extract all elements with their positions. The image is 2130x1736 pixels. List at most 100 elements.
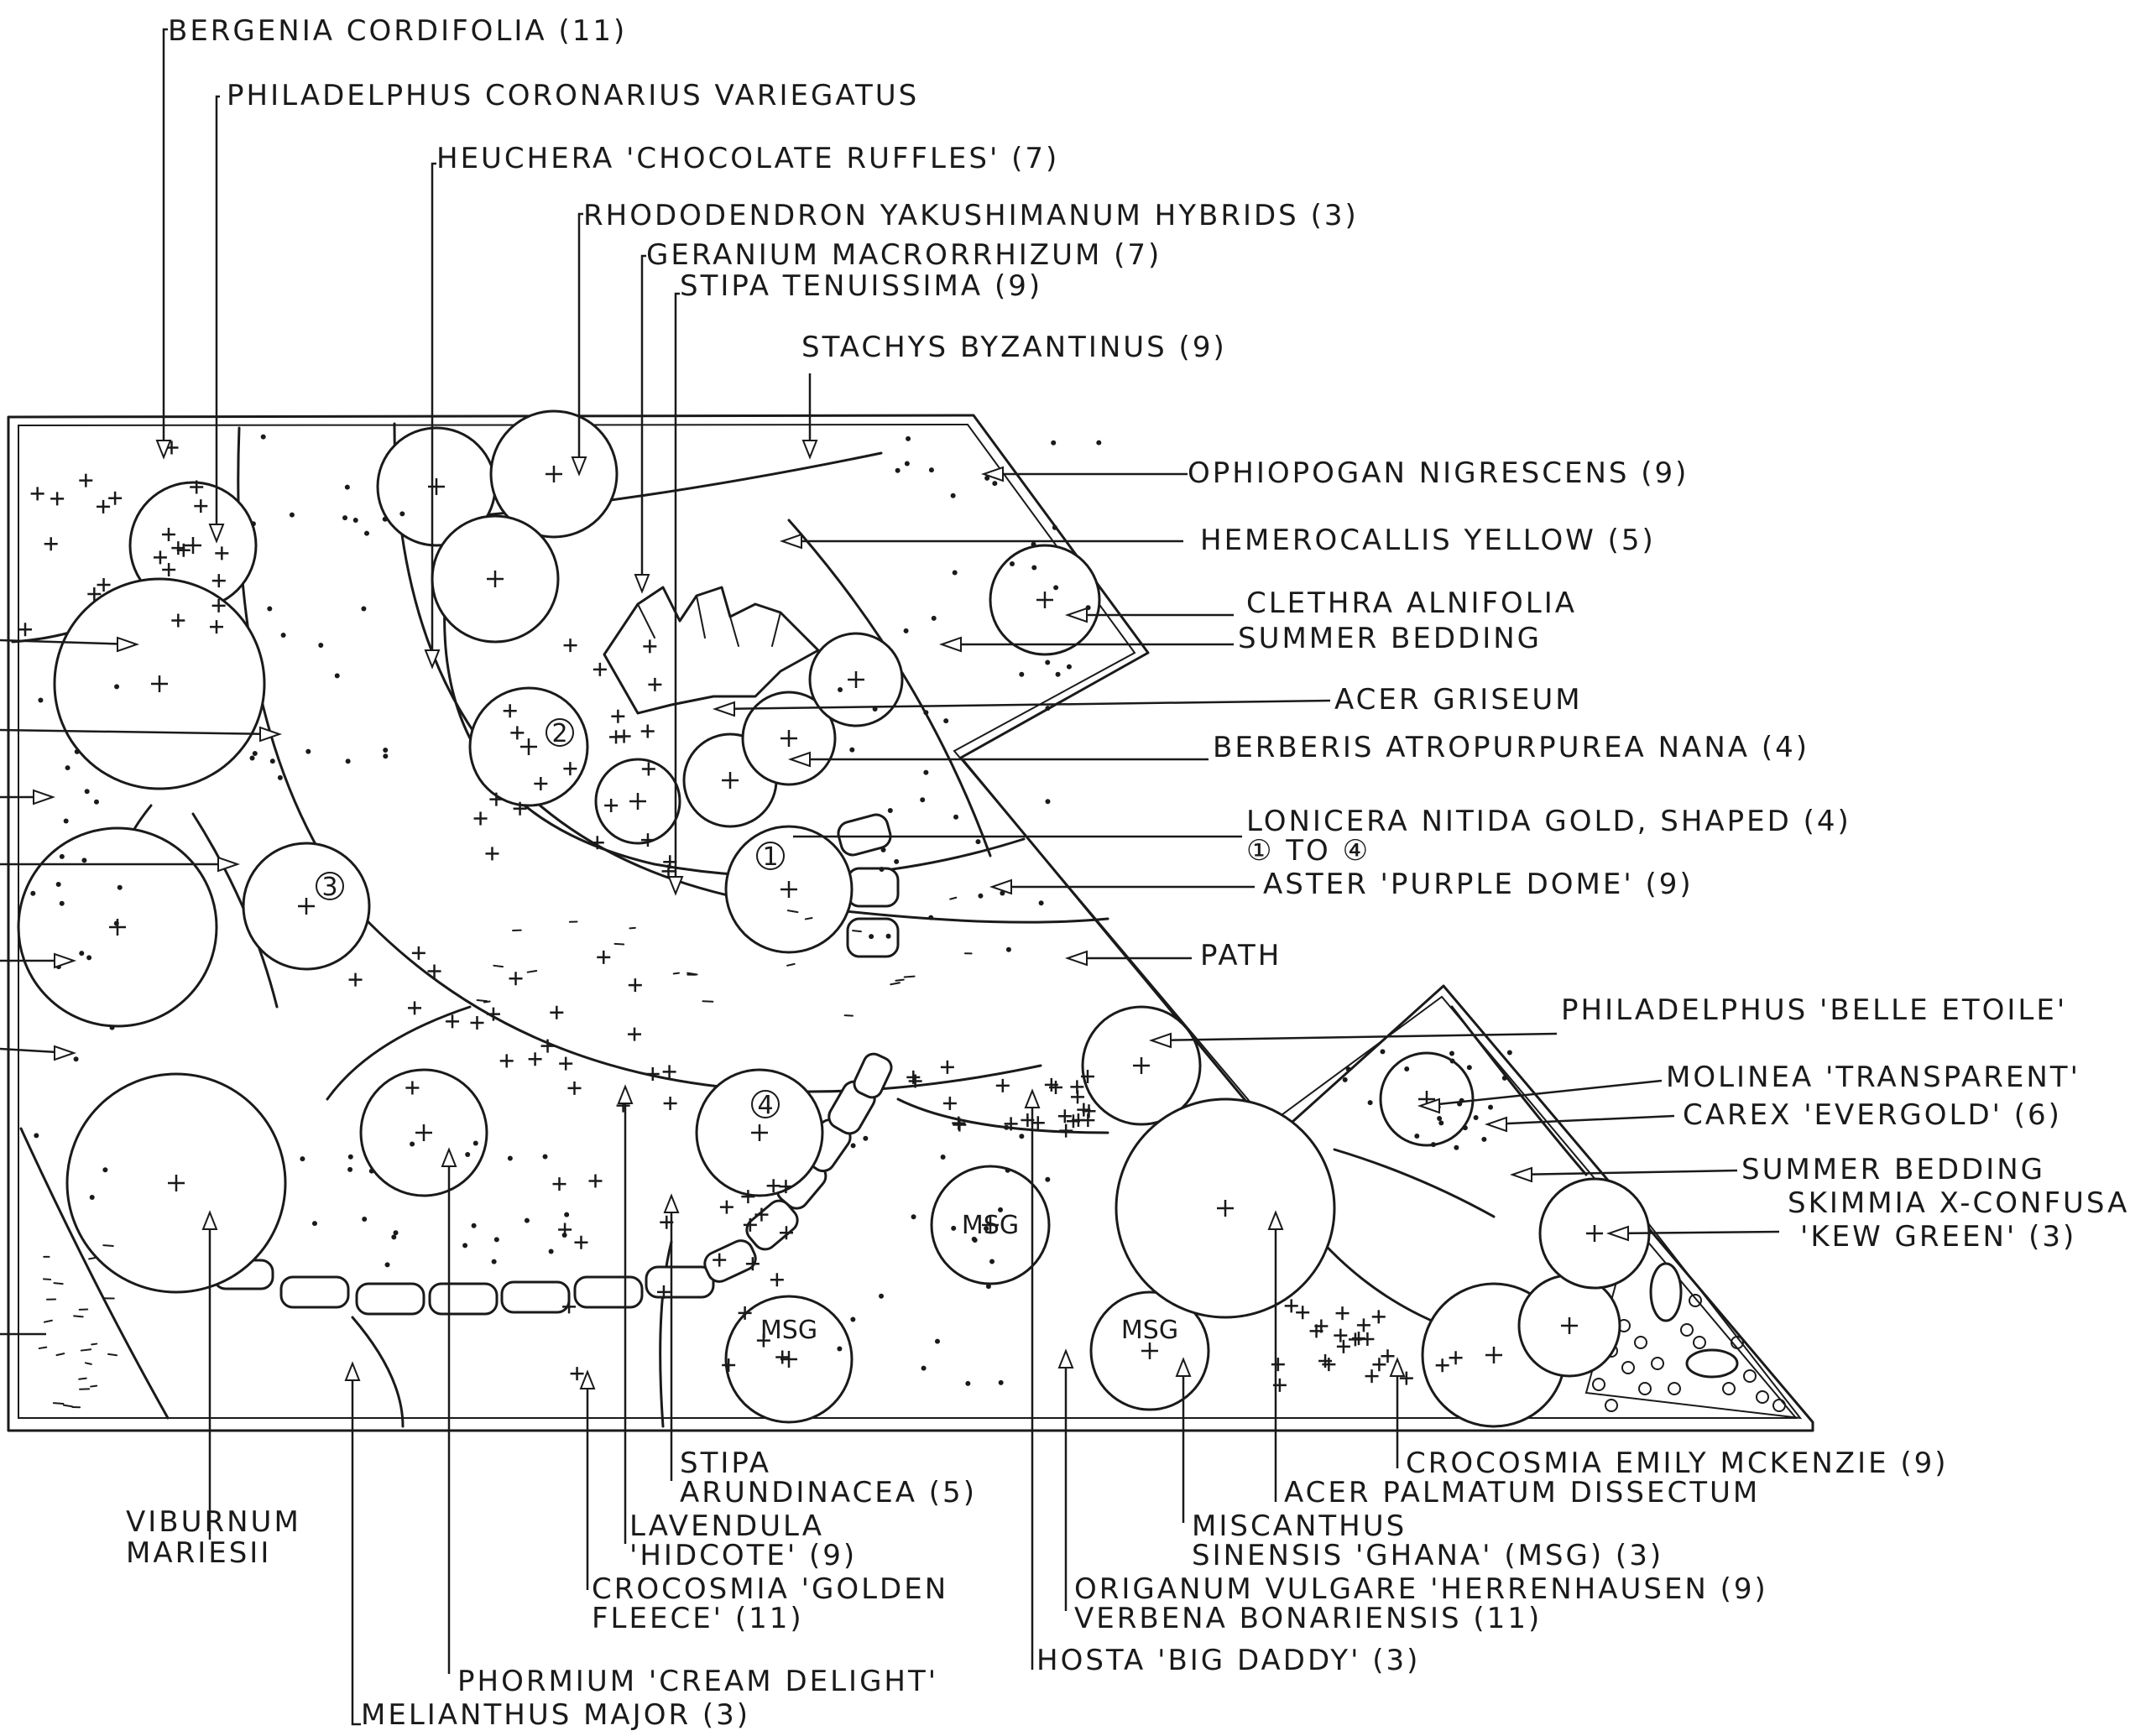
texture-dot <box>1462 1125 1468 1131</box>
label-stipa-tenuissima: STIPA TENUISSIMA (9) <box>680 269 1042 303</box>
texture-dot <box>904 461 910 467</box>
texture-dot <box>79 951 85 957</box>
texture-dot <box>1051 440 1057 446</box>
plant-cross <box>298 898 315 915</box>
texture-dot <box>931 615 937 621</box>
label-lonicera: LONICERA NITIDA GOLD, SHAPED (4) <box>1246 805 1851 838</box>
texture-dot <box>384 1262 390 1268</box>
plant-cross <box>779 1180 793 1194</box>
texture-dot <box>81 858 87 863</box>
number-tags: 2 3 1 4 MSG MSG MSG <box>316 718 1178 1345</box>
plant-cross <box>640 833 655 847</box>
texture-dot <box>114 684 120 690</box>
label-lavendula-2: 'HIDCOTE' (9) <box>629 1539 857 1572</box>
plant-cross <box>713 1253 727 1267</box>
texture-dot <box>1488 1104 1494 1110</box>
texture-dot <box>1506 1050 1512 1056</box>
plant-cross <box>209 620 223 634</box>
texture-dot <box>992 481 998 487</box>
label-verbena: VERBENA BONARIENSIS (11) <box>1074 1602 1542 1635</box>
plant-cross <box>79 473 93 487</box>
texture-dot <box>34 1133 39 1139</box>
texture-dot <box>472 1140 478 1146</box>
tag-1: 1 <box>762 842 778 872</box>
texture-dash <box>107 1353 118 1357</box>
plant-cross <box>766 1179 780 1193</box>
texture-dash <box>62 1404 74 1408</box>
plant-cross <box>348 972 363 987</box>
texture-dot <box>1449 1050 1454 1056</box>
plant-cross <box>1322 1358 1336 1372</box>
plant-cross <box>609 730 624 744</box>
plant-cross <box>738 1306 752 1320</box>
texture-dot <box>361 606 367 612</box>
texture-dot <box>289 512 295 518</box>
label-stipa-arundinacea-2: ARUNDINACEA (5) <box>680 1476 977 1509</box>
plant-cross <box>1352 1332 1366 1346</box>
plant-cross <box>405 1081 420 1095</box>
plant-cross <box>97 577 111 592</box>
plant-cross <box>719 1200 733 1214</box>
plant-cross <box>1561 1317 1578 1334</box>
label-crocosmia-golden-2: FLEECE' (11) <box>592 1602 804 1635</box>
texture-dot <box>971 1236 977 1242</box>
texture-dot <box>347 1166 353 1172</box>
texture-dot <box>267 606 273 612</box>
tag-msg-3: MSG <box>1121 1316 1178 1345</box>
texture-dot <box>1038 900 1044 906</box>
texture-dot <box>352 517 358 523</box>
label-geranium: GERANIUM MACRORRHIZUM (7) <box>646 238 1162 272</box>
plant-cross <box>756 1333 770 1348</box>
texture-dot <box>838 686 843 692</box>
texture-dot <box>382 516 388 522</box>
texture-dot <box>978 893 984 899</box>
plant-cross <box>108 491 123 505</box>
plant-cross <box>1336 1339 1350 1353</box>
plant-cross <box>562 1300 577 1314</box>
plant-cross <box>97 499 111 514</box>
tag-2: 2 <box>551 719 567 748</box>
texture-dash <box>52 1402 65 1405</box>
plant-cross <box>473 811 488 826</box>
plant-cross <box>995 1078 1010 1092</box>
plant-cross <box>656 1285 671 1299</box>
texture-dot <box>998 1207 1004 1212</box>
plant-cross <box>1318 1354 1333 1368</box>
plant-cross <box>1057 1109 1072 1123</box>
texture-dot <box>462 1243 468 1249</box>
label-crocosmia-golden-1: CROCOSMIA 'GOLDEN <box>592 1572 948 1606</box>
texture-dot <box>334 673 340 679</box>
plant-cross <box>534 777 548 791</box>
plant-cross <box>754 1207 769 1222</box>
plant-cross <box>411 946 425 960</box>
texture-dot <box>984 1226 989 1232</box>
plant-cross <box>552 1177 566 1191</box>
label-philadelphus-coronarius: PHILADELPHUS CORONARIUS VARIEGATUS <box>227 79 919 112</box>
plant-cross <box>780 730 797 747</box>
label-skimmia-2: 'KEW GREEN' (3) <box>1800 1220 2076 1254</box>
label-viburnum-2: MARIESII <box>126 1536 271 1570</box>
plant-cross <box>641 762 655 776</box>
label-acer-griseum: ACER GRISEUM <box>1334 683 1583 717</box>
texture-dash <box>786 962 796 967</box>
texture-dot <box>280 633 286 639</box>
texture-dot <box>837 1346 843 1352</box>
label-phormium: PHORMIUM 'CREAM DELIGHT' <box>457 1665 938 1698</box>
label-lavendula-1: LAVENDULA <box>629 1509 824 1543</box>
texture-dot <box>59 900 65 906</box>
texture-dot <box>55 882 61 888</box>
label-summer-bedding-1: SUMMER BEDDING <box>1238 622 1542 655</box>
plant-cross <box>588 1174 603 1188</box>
texture-dot <box>399 511 405 517</box>
texture-dot <box>1437 1116 1443 1122</box>
plant-cross <box>153 550 167 565</box>
plant-cross <box>1036 592 1053 608</box>
texture-dot <box>879 1293 885 1299</box>
texture-dash <box>84 1362 92 1365</box>
texture-dot <box>1454 1144 1459 1150</box>
texture-dot <box>524 1217 530 1223</box>
plant-cross <box>44 537 58 551</box>
plant-cross <box>1077 1103 1091 1117</box>
texture-dot <box>887 808 893 814</box>
texture-dash <box>53 1282 64 1285</box>
